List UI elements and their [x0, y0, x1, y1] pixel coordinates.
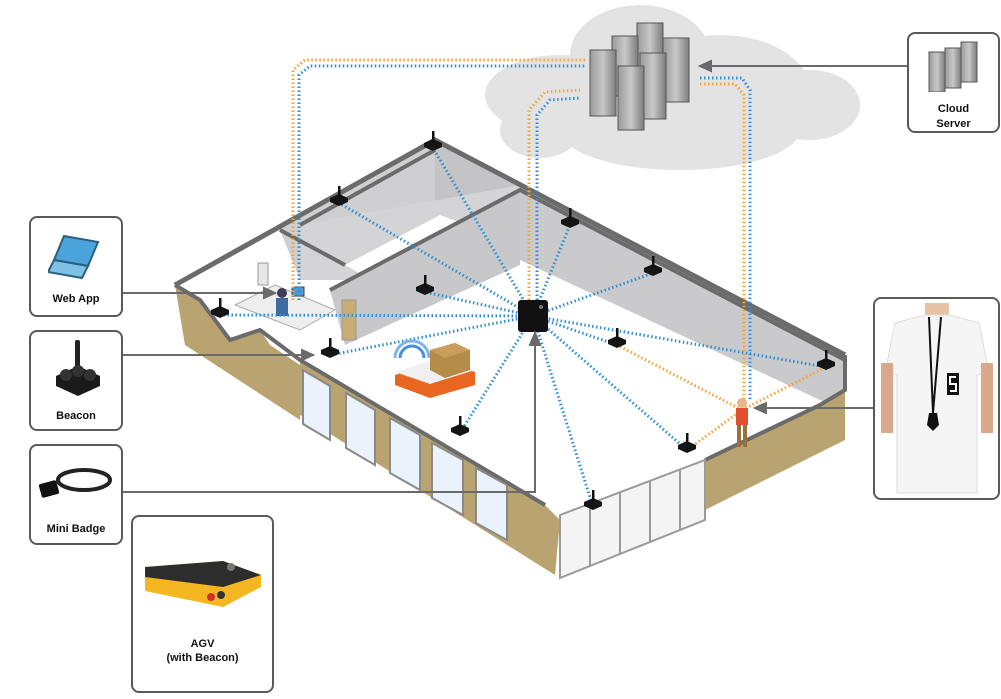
door	[341, 299, 357, 341]
gateway-hub	[518, 300, 548, 332]
mini-badge-label: Mini Badge	[46, 523, 106, 535]
agv-card: AGV (with Beacon)	[131, 515, 274, 693]
beacon-signal-line	[338, 201, 534, 318]
webapp-downlink-line	[297, 64, 585, 300]
web-app-label: Web App	[52, 293, 100, 305]
office-desk	[233, 262, 337, 331]
cloud-server-label-2: Server	[936, 118, 971, 130]
beacon-icon	[678, 433, 696, 453]
agv-label-1: AGV	[190, 638, 215, 650]
beacon-signal-line	[431, 147, 535, 317]
beacons	[211, 131, 835, 510]
beacon-label: Beacon	[56, 410, 96, 422]
mini-badge-card: Mini Badge	[29, 444, 123, 545]
beacon-icon	[416, 275, 434, 295]
beacon-signal-line	[532, 314, 618, 347]
badge-lanyard-icon	[38, 468, 112, 498]
entrance-doors	[559, 458, 706, 580]
badge-wearer-card	[873, 297, 1000, 500]
cloud-server-card: Cloud Server	[907, 32, 1000, 133]
beacon-signal-line	[532, 314, 827, 369]
laptop-icon	[48, 234, 100, 280]
beacon-card: Beacon	[29, 330, 123, 431]
beacon-icon	[608, 328, 626, 348]
beacon-signal-line	[458, 315, 535, 434]
right-wall-inner	[520, 190, 845, 410]
beacon-signal-line	[532, 271, 654, 318]
cloud-server-label-1: Cloud	[937, 103, 970, 115]
office-worker-icon	[277, 288, 287, 298]
badge-signal-line	[616, 343, 743, 412]
beacon-icon	[584, 490, 602, 510]
beacon-icon	[424, 131, 442, 151]
badge-uplink-line	[700, 82, 746, 400]
signal-lines	[219, 58, 827, 508]
windows	[302, 368, 508, 542]
beacon-icon	[56, 340, 100, 396]
person-with-badge	[736, 398, 748, 447]
beacon-signal-line	[219, 313, 534, 318]
front-wall-right	[705, 390, 845, 510]
badge-downlink-line	[700, 76, 752, 400]
front-wall-left	[175, 285, 300, 420]
beacon-icon	[561, 208, 579, 228]
beacon-icon	[817, 350, 835, 370]
web-app-card: Web App	[29, 216, 123, 317]
person-wearing-badge-icon	[881, 303, 993, 494]
server-rack-icon	[928, 41, 978, 92]
agv-label-2: (with Beacon)	[166, 652, 239, 664]
badge-signal-line	[686, 408, 743, 452]
beacon-icon	[330, 186, 348, 206]
connector-arrows	[123, 59, 907, 493]
beacon-icon	[321, 338, 339, 358]
beacon-icon	[451, 416, 469, 436]
beacon-signal-line	[531, 315, 595, 508]
hub-downlink-line	[535, 96, 581, 300]
agv-robot-icon	[145, 561, 261, 607]
agv-in-building	[393, 339, 475, 398]
room-partition-2	[330, 190, 520, 345]
beacon-signal-line	[329, 314, 534, 357]
cloud-server-cluster	[589, 22, 690, 131]
beacon-signal-line	[424, 290, 534, 318]
beacon-icon	[644, 256, 662, 276]
beacon-icon	[211, 298, 229, 318]
